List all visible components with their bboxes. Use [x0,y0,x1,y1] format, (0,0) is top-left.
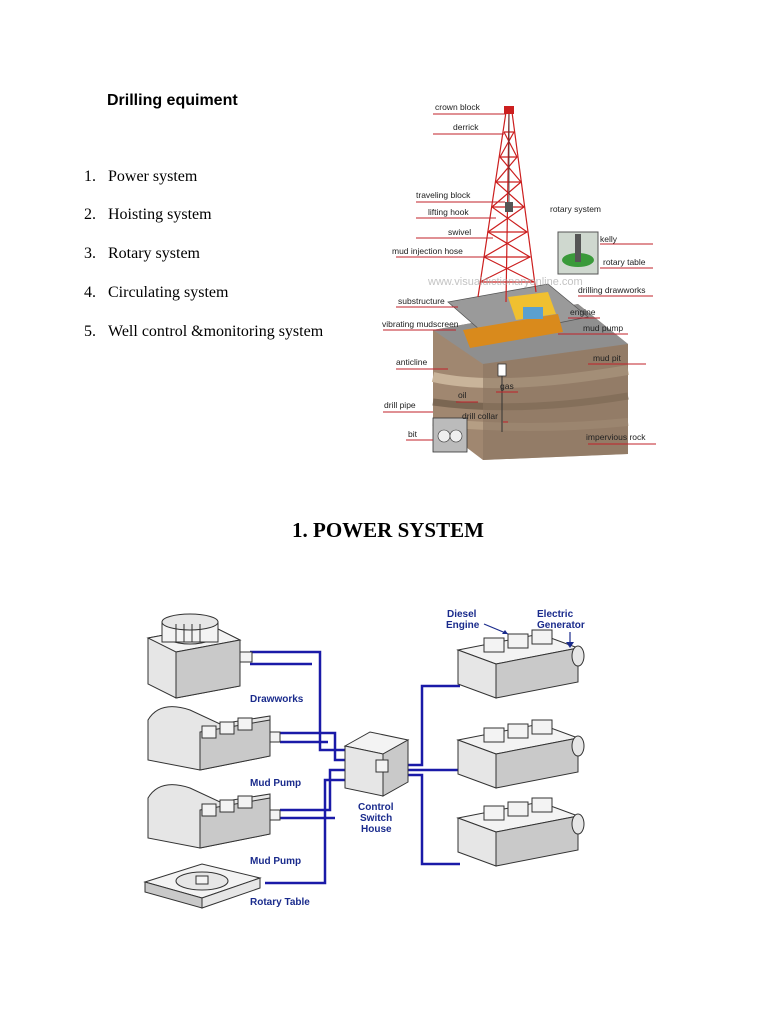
page-heading: Drilling equiment [107,92,238,109]
arrowhead-icon [502,630,508,634]
section-title: 1. POWER SYSTEM [292,518,484,542]
label-rotary-system: rotary system [550,204,601,214]
list-number: 3. [84,245,96,262]
label-mud-pump-1: Mud Pump [250,778,301,789]
label-control: Control [358,802,394,813]
list-number: 2. [84,206,96,223]
label-engine: engine [570,307,596,317]
diesel-generator-3 [456,797,585,867]
label-swivel: swivel [448,227,471,237]
list-label: Power system [108,168,198,185]
label-lifting-hook: lifting hook [428,207,469,217]
list-label: Hoisting system [108,206,212,223]
engine-unit [463,314,563,348]
label-rotary-table: rotary table [603,257,646,267]
arrowhead-icon [566,642,574,648]
label-mud-injection-hose: mud injection hose [392,246,463,256]
mud-pump-machine-1 [147,706,281,771]
power-system-diagram: Drawworks Mud Pump Mud Pump Rotary Table… [143,609,585,909]
label-mud-pit: mud pit [593,353,622,363]
label-traveling-block: traveling block [416,190,471,200]
label-oil: oil [458,390,467,400]
label-bit: bit [408,429,418,439]
list-item: 3. Rotary system [84,245,200,263]
label-engine: Engine [446,620,480,631]
list-item: 5. Well control &monitoring system [84,323,323,341]
label-drill-pipe: drill pipe [384,400,416,410]
label-anticline: anticline [396,357,427,367]
rotary-table-machine [143,863,262,909]
label-substructure: substructure [398,296,445,306]
list-item: 2. Hoisting system [84,206,212,224]
list-number: 1. [84,168,96,185]
label-gas: gas [500,381,514,391]
label-kelly: kelly [600,234,618,244]
label-rotary-table: Rotary Table [250,897,310,908]
label-electric: Electric [537,609,574,620]
list-number: 4. [84,284,96,301]
diesel-generator-2 [456,719,585,789]
list-item: 1. Power system [84,168,197,186]
wiring-left [250,650,345,885]
label-mud-pump-2: Mud Pump [250,856,301,867]
label-crown-block: crown block [435,102,481,112]
list-label: Rotary system [108,245,200,262]
list-label: Circulating system [108,284,229,301]
drilling-rig-figure: crown block derrick traveling block lift… [382,102,656,460]
label-derrick: derrick [453,122,479,132]
label-switch: Switch [360,813,392,824]
crown-block [504,106,514,114]
label-drawworks: Drawworks [250,694,304,705]
control-switch-house [343,731,410,797]
label-mud-pump: mud pump [583,323,623,333]
wiring-right [408,684,460,866]
watermark: www.visualdictionaryonline.com [427,276,583,288]
label-diesel: Diesel [447,609,477,620]
label-vibrating-mudscreen: vibrating mudscreen [382,319,459,329]
diesel-generator-1 [456,629,585,699]
equipment-list: 1. Power system 2. Hoisting system 3. Rotar… [84,168,374,348]
label-generator: Generator [537,620,585,631]
list-number: 5. [84,323,96,340]
label-drill-collar: drill collar [462,411,498,421]
label-impervious-rock: impervious rock [586,432,646,442]
mud-pump-machine-2 [147,784,281,849]
drawworks-machine [146,613,253,699]
list-item: 4. Circulating system [84,284,228,302]
label-house: House [361,824,392,835]
label-drilling-drawworks: drilling drawworks [578,285,646,295]
list-label: Well control &monitoring system [108,323,324,340]
